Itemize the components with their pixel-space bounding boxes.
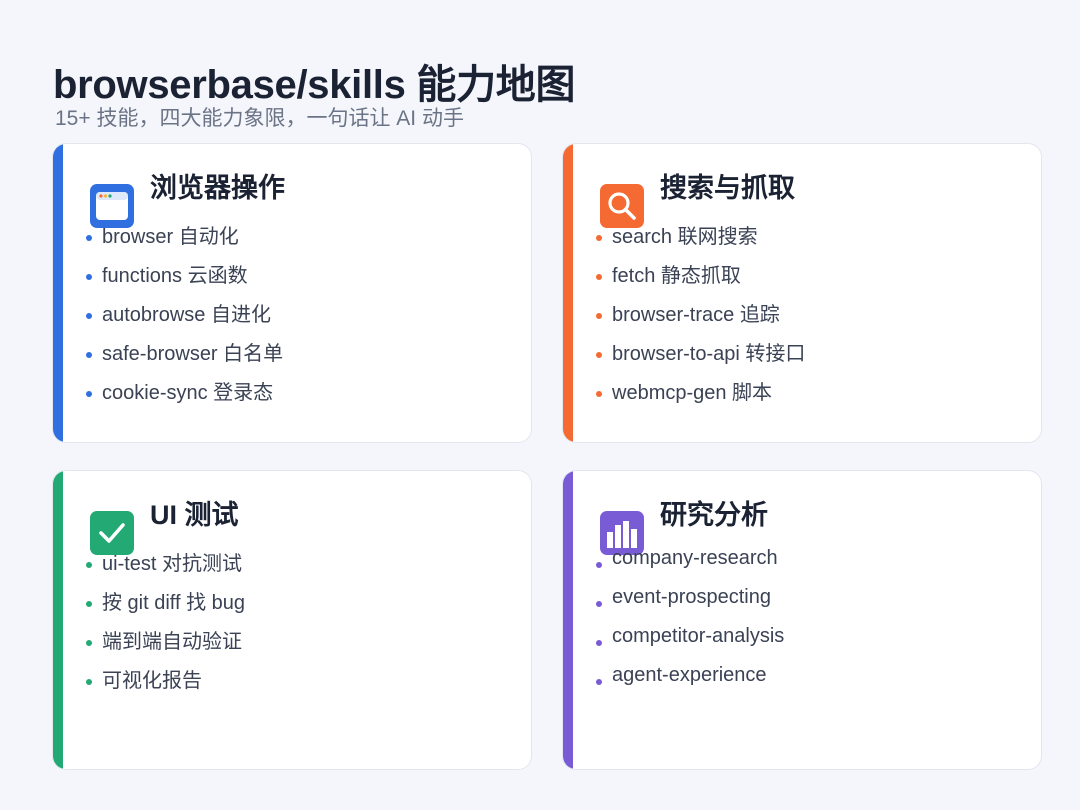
list-item: event-prospecting — [596, 586, 784, 625]
card-title: UI 测试 — [150, 500, 239, 530]
bullet-dot — [596, 313, 602, 319]
page-title: browserbase/skills 能力地图 — [53, 63, 576, 107]
list-item: search 联网搜索 — [596, 220, 805, 259]
list-item: cookie-sync 登录态 — [86, 376, 283, 415]
skill-label: cookie-sync 登录态 — [102, 382, 274, 404]
card-title: 搜索与抓取 — [660, 173, 795, 203]
bullet-dot — [86, 601, 92, 607]
skill-label: fetch 静态抓取 — [612, 265, 741, 287]
card-accent-bar — [53, 471, 63, 769]
skill-label: search 联网搜索 — [612, 226, 758, 248]
list-item: competitor-analysis — [596, 625, 784, 664]
bullet-dot — [86, 274, 92, 280]
skill-label: functions 云函数 — [102, 265, 248, 287]
card-browser-ops: 浏览器操作 browser 自动化 functions 云函数 autobrow… — [52, 143, 532, 443]
list-item: browser 自动化 — [86, 220, 283, 259]
list-item: 端到端自动验证 — [86, 625, 245, 664]
skill-list: company-research event-prospecting compe… — [596, 547, 784, 703]
list-item: functions 云函数 — [86, 259, 283, 298]
bullet-dot — [596, 640, 602, 646]
page-subtitle: 15+ 技能，四大能力象限，一句话让 AI 动手 — [55, 107, 464, 130]
skill-list: browser 自动化 functions 云函数 autobrowse 自进化… — [86, 220, 283, 415]
skill-label: 端到端自动验证 — [102, 631, 242, 653]
card-title: 研究分析 — [660, 500, 768, 530]
skill-label: company-research — [612, 547, 778, 569]
list-item: company-research — [596, 547, 784, 586]
browser-window-icon — [90, 184, 134, 228]
list-item: fetch 静态抓取 — [596, 259, 805, 298]
card-title: 浏览器操作 — [150, 173, 285, 203]
card-ui-testing: UI 测试 ui-test 对抗测试 按 git diff 找 bug 端到端自… — [52, 470, 532, 770]
card-accent-bar — [53, 144, 63, 442]
card-search-fetch: 搜索与抓取 search 联网搜索 fetch 静态抓取 browser-tra… — [562, 143, 1042, 443]
list-item: autobrowse 自进化 — [86, 298, 283, 337]
card-accent-bar — [563, 471, 573, 769]
skill-label: 按 git diff 找 bug — [102, 592, 246, 614]
bullet-dot — [86, 391, 92, 397]
card-research-analysis: 研究分析 company-research event-prospecting … — [562, 470, 1042, 770]
bullet-dot — [596, 601, 602, 607]
bullet-dot — [86, 313, 92, 319]
skill-label: webmcp-gen 脚本 — [612, 382, 773, 404]
skill-label: 可视化报告 — [102, 670, 202, 692]
list-item: browser-trace 追踪 — [596, 298, 805, 337]
skill-label: ui-test 对抗测试 — [102, 553, 243, 575]
skill-label: competitor-analysis — [612, 625, 785, 647]
bullet-dot — [86, 352, 92, 358]
bar-chart-icon — [600, 511, 644, 555]
skill-label: autobrowse 自进化 — [102, 304, 271, 326]
skill-label: browser-trace 追踪 — [612, 304, 780, 326]
list-item: 按 git diff 找 bug — [86, 586, 245, 625]
bullet-dot — [86, 640, 92, 646]
skill-label: event-prospecting — [612, 586, 771, 608]
bullet-dot — [596, 352, 602, 358]
list-item: 可视化报告 — [86, 664, 245, 703]
list-item: webmcp-gen 脚本 — [596, 376, 805, 415]
skill-label: agent-experience — [612, 664, 767, 686]
checkmark-icon — [90, 511, 134, 555]
bullet-dot — [86, 679, 92, 685]
bullet-dot — [596, 391, 602, 397]
bullet-dot — [86, 562, 92, 568]
bullet-dot — [596, 679, 602, 685]
list-item: safe-browser 白名单 — [86, 337, 283, 376]
bullet-dot — [596, 274, 602, 280]
skill-label: browser 自动化 — [102, 226, 239, 248]
magnifier-icon — [600, 184, 644, 228]
card-accent-bar — [563, 144, 573, 442]
skill-list: ui-test 对抗测试 按 git diff 找 bug 端到端自动验证 可视… — [86, 547, 245, 703]
list-item: agent-experience — [596, 664, 784, 703]
skill-label: browser-to-api 转接口 — [612, 343, 806, 365]
list-item: ui-test 对抗测试 — [86, 547, 245, 586]
bullet-dot — [596, 562, 602, 568]
skill-list: search 联网搜索 fetch 静态抓取 browser-trace 追踪 … — [596, 220, 805, 415]
skill-label: safe-browser 白名单 — [102, 343, 284, 365]
bullet-dot — [596, 235, 602, 241]
bullet-dot — [86, 235, 92, 241]
list-item: browser-to-api 转接口 — [596, 337, 805, 376]
